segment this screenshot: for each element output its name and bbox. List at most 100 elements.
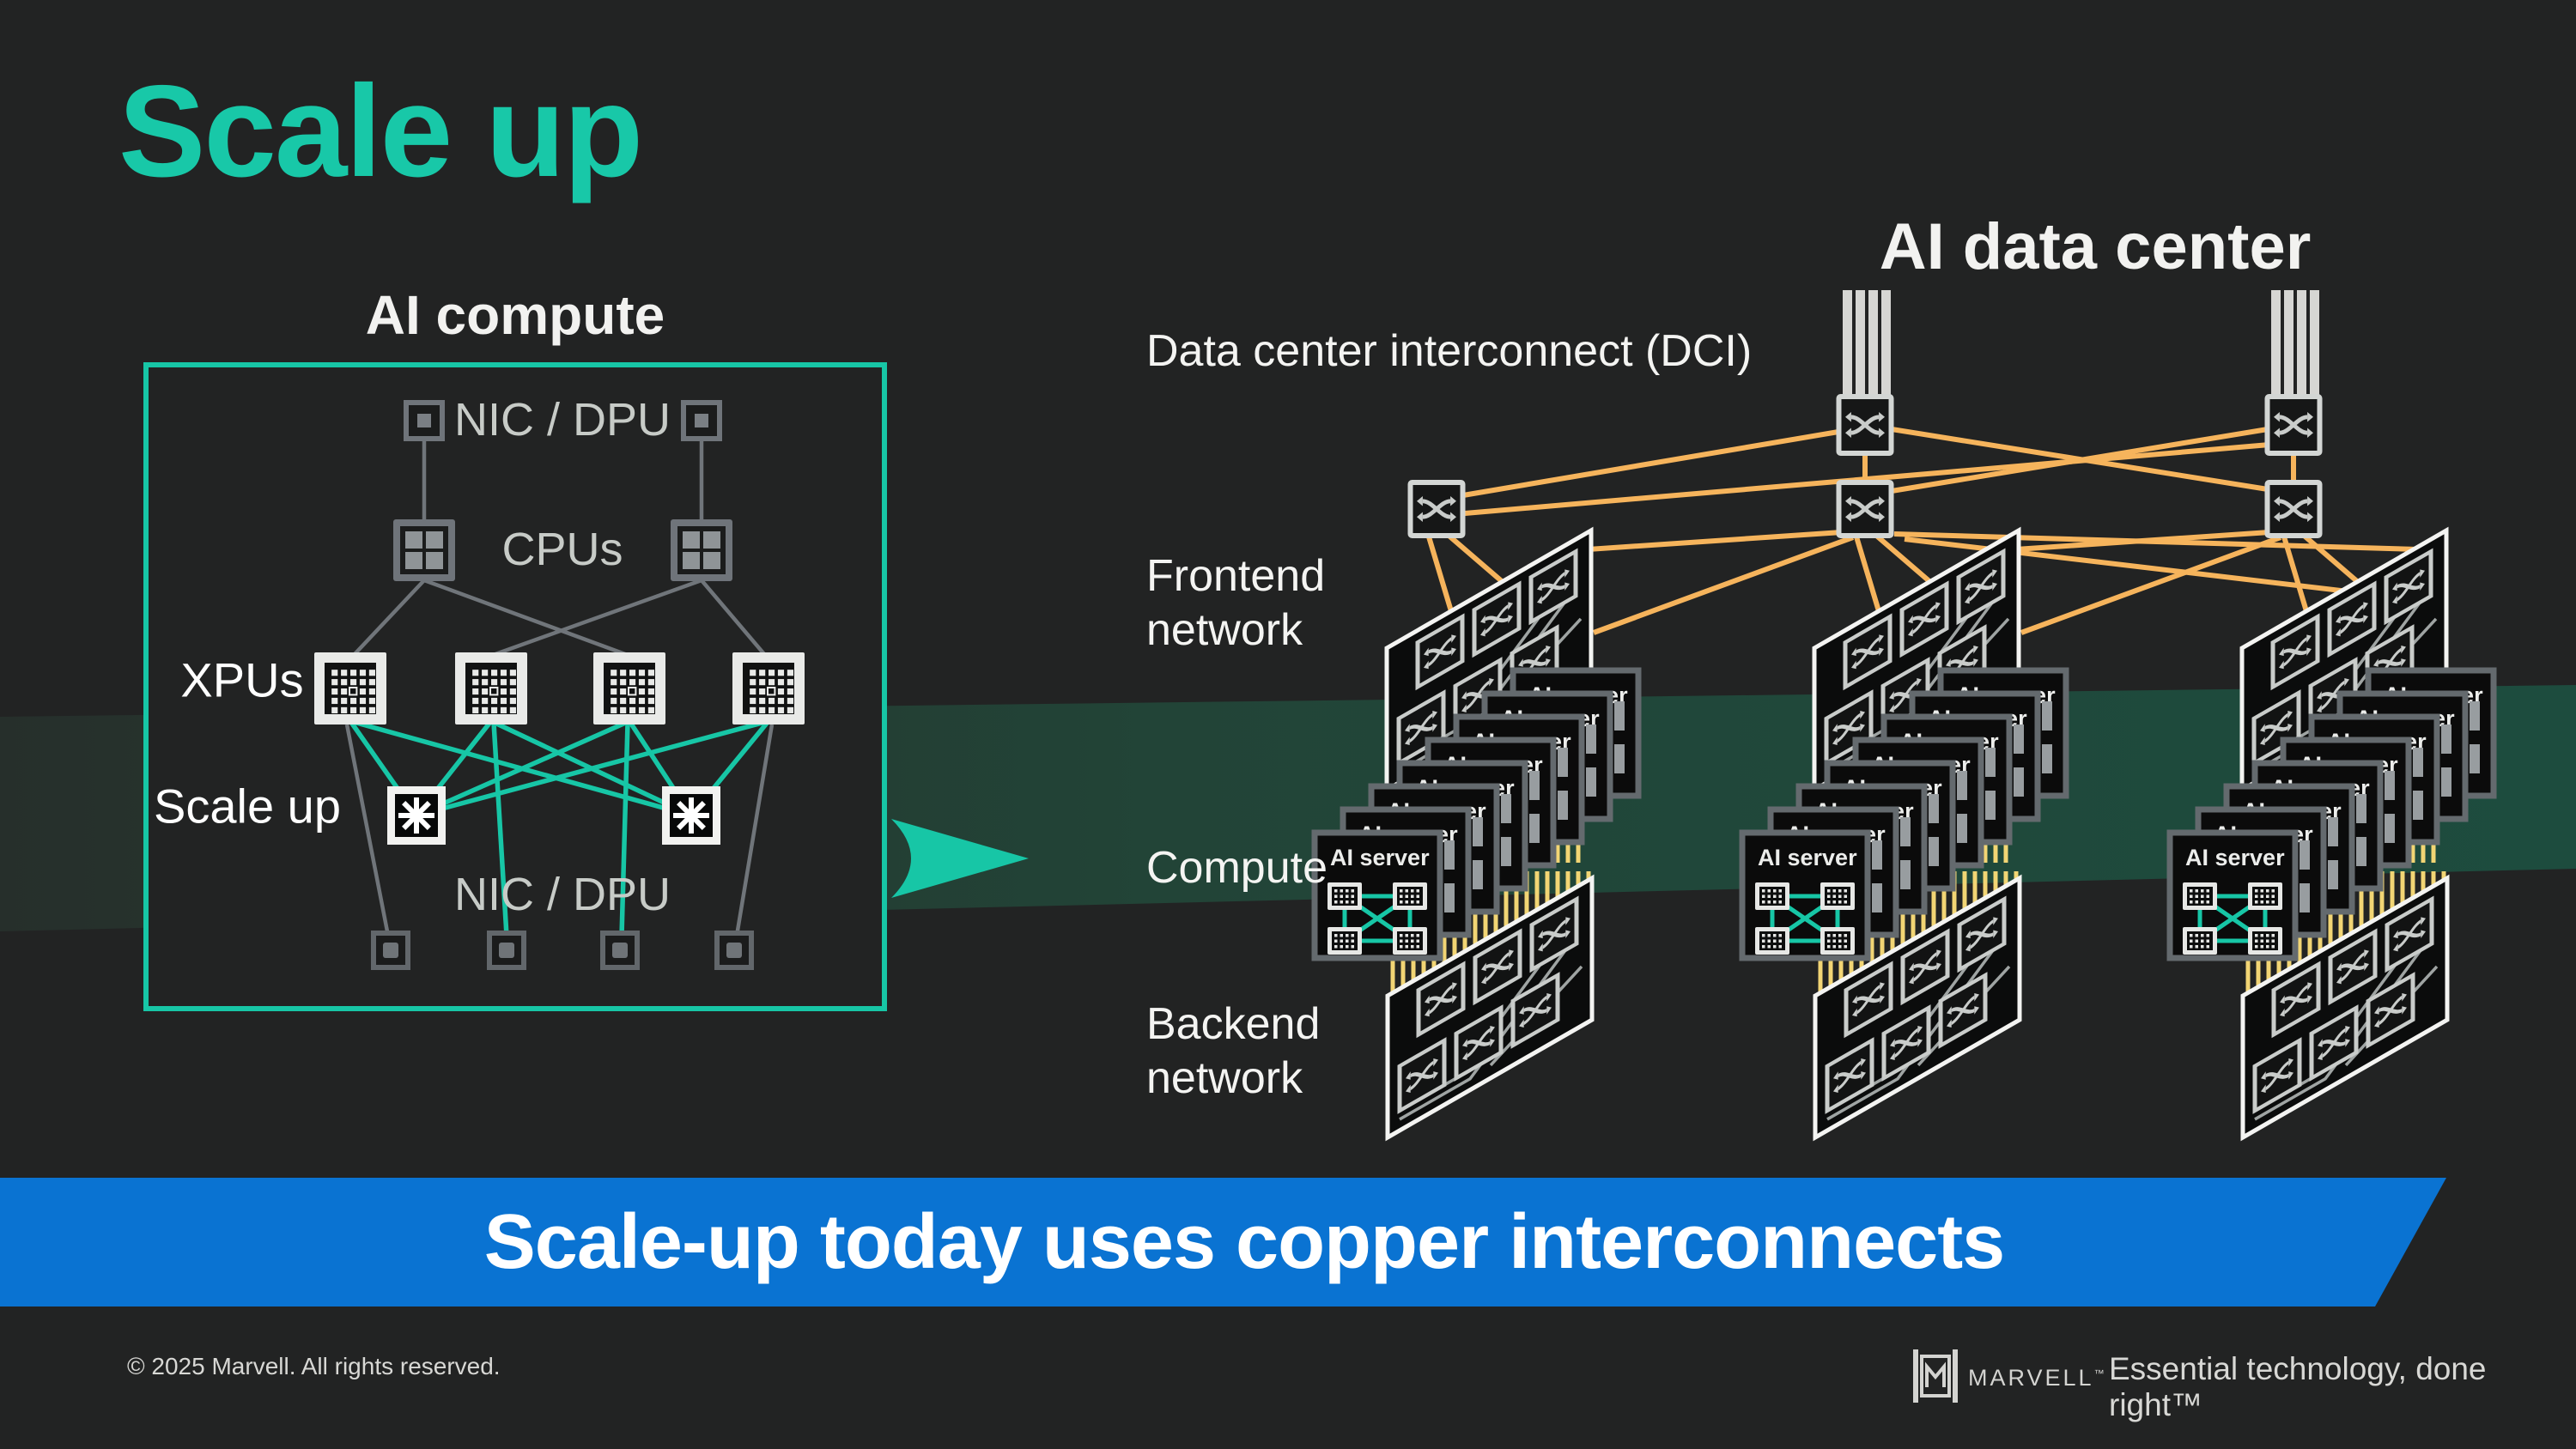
scale-up-switch-node bbox=[662, 786, 720, 845]
marvell-wordmark: MARVELL™ bbox=[1968, 1365, 2107, 1391]
nic-dpu-node bbox=[487, 931, 526, 970]
banner-text: Scale-up today uses copper interconnects bbox=[483, 1198, 2006, 1285]
crossover-arrows-icon bbox=[1908, 949, 1942, 985]
xpu-chip-icon bbox=[1755, 927, 1789, 955]
xpu-chip-icon bbox=[2183, 927, 2217, 955]
aggregation-switch bbox=[2264, 480, 2323, 538]
trademark-mark: ™ bbox=[2093, 1367, 2107, 1379]
ai-server-label: AI server bbox=[2185, 845, 2285, 870]
crossover-arrows-icon bbox=[1965, 917, 1999, 952]
nic-dpu-node bbox=[404, 400, 445, 441]
crossover-arrows-icon bbox=[1964, 569, 1998, 604]
crossover-arrows-icon bbox=[1480, 949, 1515, 985]
cpu-node bbox=[393, 519, 455, 581]
frontend-network-panel bbox=[1384, 526, 1594, 794]
ai-compute-title: AI compute bbox=[365, 284, 665, 346]
panel-switch-icon bbox=[1416, 961, 1466, 1039]
panel-switch-icon bbox=[2270, 613, 2320, 691]
panel-switch-icon bbox=[1956, 548, 2006, 626]
scale-up-switch-node bbox=[387, 786, 446, 845]
crossover-arrows-icon bbox=[2335, 602, 2369, 637]
crossover-arrows-icon bbox=[2274, 412, 2313, 438]
marvell-logo-icon bbox=[1911, 1346, 1959, 1410]
crossover-arrows-icon bbox=[1518, 992, 1552, 1028]
ai-server-label: AI server bbox=[1330, 845, 1430, 870]
dci-trunk-lines bbox=[1843, 290, 1891, 402]
xpu-chip-icon bbox=[1755, 882, 1789, 910]
xpu-node bbox=[314, 652, 386, 724]
dci-trunk-lines bbox=[2271, 290, 2319, 402]
crossover-arrows-icon bbox=[1850, 634, 1885, 670]
aggregation-switch bbox=[1836, 480, 1894, 538]
backend-network-label: Backend network bbox=[1146, 999, 1321, 1104]
panel-switch-icon bbox=[1899, 580, 1949, 658]
crossover-arrows-icon bbox=[1845, 496, 1885, 522]
panel-switch-icon bbox=[1528, 548, 1578, 626]
panel-switch-icon bbox=[1472, 580, 1522, 658]
crossover-arrows-icon bbox=[2278, 634, 2312, 670]
nic-dpu-node bbox=[714, 931, 754, 970]
panel-switch-icon bbox=[1397, 1037, 1447, 1114]
crossover-arrows-icon bbox=[1537, 917, 1571, 952]
crossover-arrows-icon bbox=[1461, 1025, 1496, 1060]
crossover-arrows-icon bbox=[2317, 1025, 2351, 1060]
bottom-banner: Scale-up today uses copper interconnects bbox=[0, 1178, 2446, 1307]
crossover-arrows-icon bbox=[2274, 496, 2313, 522]
copyright-text: © 2025 Marvell. All rights reserved. bbox=[127, 1353, 501, 1379]
backend-network-panel bbox=[1813, 874, 2022, 1142]
crossover-arrows-icon bbox=[2259, 710, 2293, 745]
cpus-label: CPUs bbox=[501, 524, 623, 575]
crossover-arrows-icon bbox=[1845, 412, 1885, 438]
panel-switch-icon bbox=[1473, 928, 1522, 1006]
crossover-arrows-icon bbox=[1946, 992, 1980, 1028]
xpus-label: XPUs bbox=[180, 652, 304, 707]
crossover-arrows-icon bbox=[1423, 634, 1457, 670]
nic-dpu-bottom-label: NIC / DPU bbox=[453, 869, 671, 920]
ai-data-center-title: AI data center bbox=[1879, 210, 2312, 283]
panel-switch-icon bbox=[2251, 689, 2301, 767]
crossover-arrows-icon bbox=[1479, 602, 1514, 637]
ai-compute-diagram bbox=[143, 362, 887, 1011]
crossover-arrows-icon bbox=[2391, 569, 2426, 604]
ai-server-label: AI server bbox=[1758, 845, 1857, 870]
crossover-arrows-icon bbox=[2373, 992, 2408, 1028]
panel-switch-icon bbox=[2309, 1004, 2359, 1082]
panel-switch-icon bbox=[1396, 689, 1446, 767]
crossover-arrows-icon bbox=[1424, 982, 1458, 1017]
panel-switch-icon bbox=[1843, 613, 1893, 691]
crossover-arrows-icon bbox=[1404, 710, 1438, 745]
panel-switch-icon bbox=[1453, 657, 1503, 734]
panel-switch-icon bbox=[2366, 972, 2415, 1049]
panel-switch-icon bbox=[2384, 548, 2433, 626]
aggregation-switch bbox=[1407, 480, 1466, 538]
crossover-arrows-icon bbox=[1907, 602, 1941, 637]
panel-switch-icon bbox=[1825, 1037, 1874, 1114]
ai-server-card: AI server bbox=[1739, 829, 1871, 961]
panel-switch-icon bbox=[2327, 580, 2377, 658]
crossover-arrows-icon bbox=[1851, 982, 1886, 1017]
xpu-chip-icon bbox=[1820, 927, 1855, 955]
backend-network-panel bbox=[2240, 874, 2450, 1142]
backend-network-panel bbox=[1385, 874, 1595, 1142]
panel-switch-icon bbox=[1454, 1004, 1504, 1082]
xpu-chip-icon bbox=[1393, 927, 1427, 955]
dci-label: Data center interconnect (DCI) bbox=[1146, 326, 1753, 376]
crossover-arrows-icon bbox=[2392, 917, 2427, 952]
panel-switch-icon bbox=[2271, 961, 2321, 1039]
xpu-chip-icon bbox=[1820, 882, 1855, 910]
panel-switch-icon bbox=[1957, 895, 2007, 973]
scale-up-side-label: Scale up bbox=[154, 779, 341, 834]
cpu-node bbox=[671, 519, 732, 581]
nic-dpu-node bbox=[371, 931, 410, 970]
page-title: Scale up bbox=[118, 58, 643, 204]
crossover-arrows-icon bbox=[1405, 1058, 1439, 1093]
frontend-network-label: Frontend network bbox=[1146, 551, 1326, 656]
xpu-chip-icon bbox=[2248, 882, 2282, 910]
xpu-node bbox=[455, 652, 527, 724]
panel-switch-icon bbox=[1510, 972, 1560, 1049]
panel-switch-icon bbox=[2252, 1037, 2302, 1114]
xpu-chip-icon bbox=[2183, 882, 2217, 910]
